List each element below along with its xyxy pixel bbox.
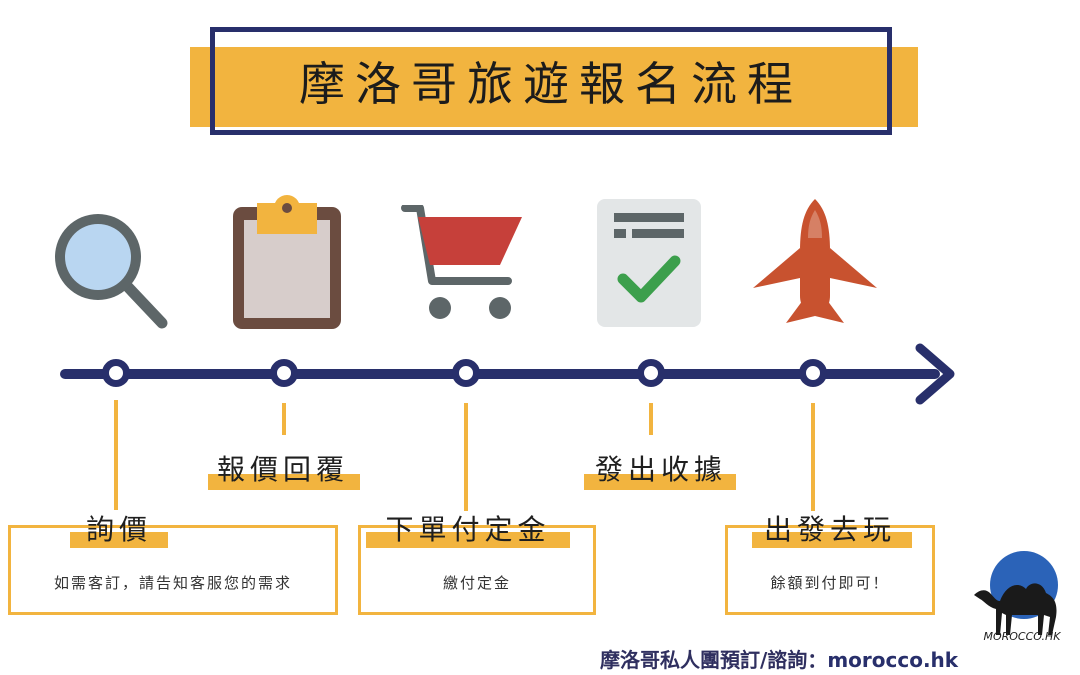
connector-1: [114, 400, 118, 510]
footer-site-link[interactable]: morocco.hk: [827, 648, 959, 672]
timeline-node-2: [270, 359, 298, 387]
clipboard-icon: [233, 195, 341, 329]
connector-4: [649, 403, 653, 435]
timeline-node-1: [102, 359, 130, 387]
step-depart-band: [752, 532, 912, 548]
page-title: 摩洛哥旅遊報名流程: [299, 57, 803, 111]
title-frame: [210, 27, 892, 135]
step-order-label: 下單付定金: [385, 513, 551, 546]
step-inquiry-box: [8, 525, 338, 615]
connector-2: [282, 403, 286, 435]
step-receipt-label: 發出收據: [594, 453, 727, 486]
step-order-band: [366, 532, 570, 548]
checklist-icon: [597, 199, 701, 327]
step-receipt-band: [584, 474, 736, 490]
airplane-icon: [753, 199, 877, 323]
footer-caption: 摩洛哥私人團預訂/諮詢：morocco.hk: [600, 644, 958, 673]
timeline-node-3: [452, 359, 480, 387]
timeline-arrow-icon: [915, 343, 955, 405]
connector-5: [811, 403, 815, 511]
timeline-node-4: [637, 359, 665, 387]
step-order-desc: 繳付定金: [442, 574, 511, 592]
step-quote-label: 報價回覆: [216, 453, 349, 486]
shopping-cart-icon: [401, 205, 522, 319]
step-depart-desc: 餘額到付即可！: [770, 574, 890, 592]
magnifier-icon: [55, 214, 168, 329]
morocco-camel-logo: [974, 551, 1058, 635]
timeline-track: [60, 369, 940, 379]
footer-text: 摩洛哥私人團預訂/諮詢：: [600, 648, 828, 672]
step-inquiry-label: 詢價: [85, 513, 152, 546]
logo-text: MOROCCO.HK: [983, 630, 1061, 643]
timeline-node-5: [799, 359, 827, 387]
connector-3: [464, 403, 468, 511]
step-inquiry-desc: 如需客訂，請告知客服您的需求: [53, 574, 292, 592]
step-depart-label: 出發去玩: [763, 513, 896, 546]
step-inquiry-band: [70, 532, 168, 548]
step-quote-band: [208, 474, 360, 490]
title-band: [190, 47, 918, 127]
